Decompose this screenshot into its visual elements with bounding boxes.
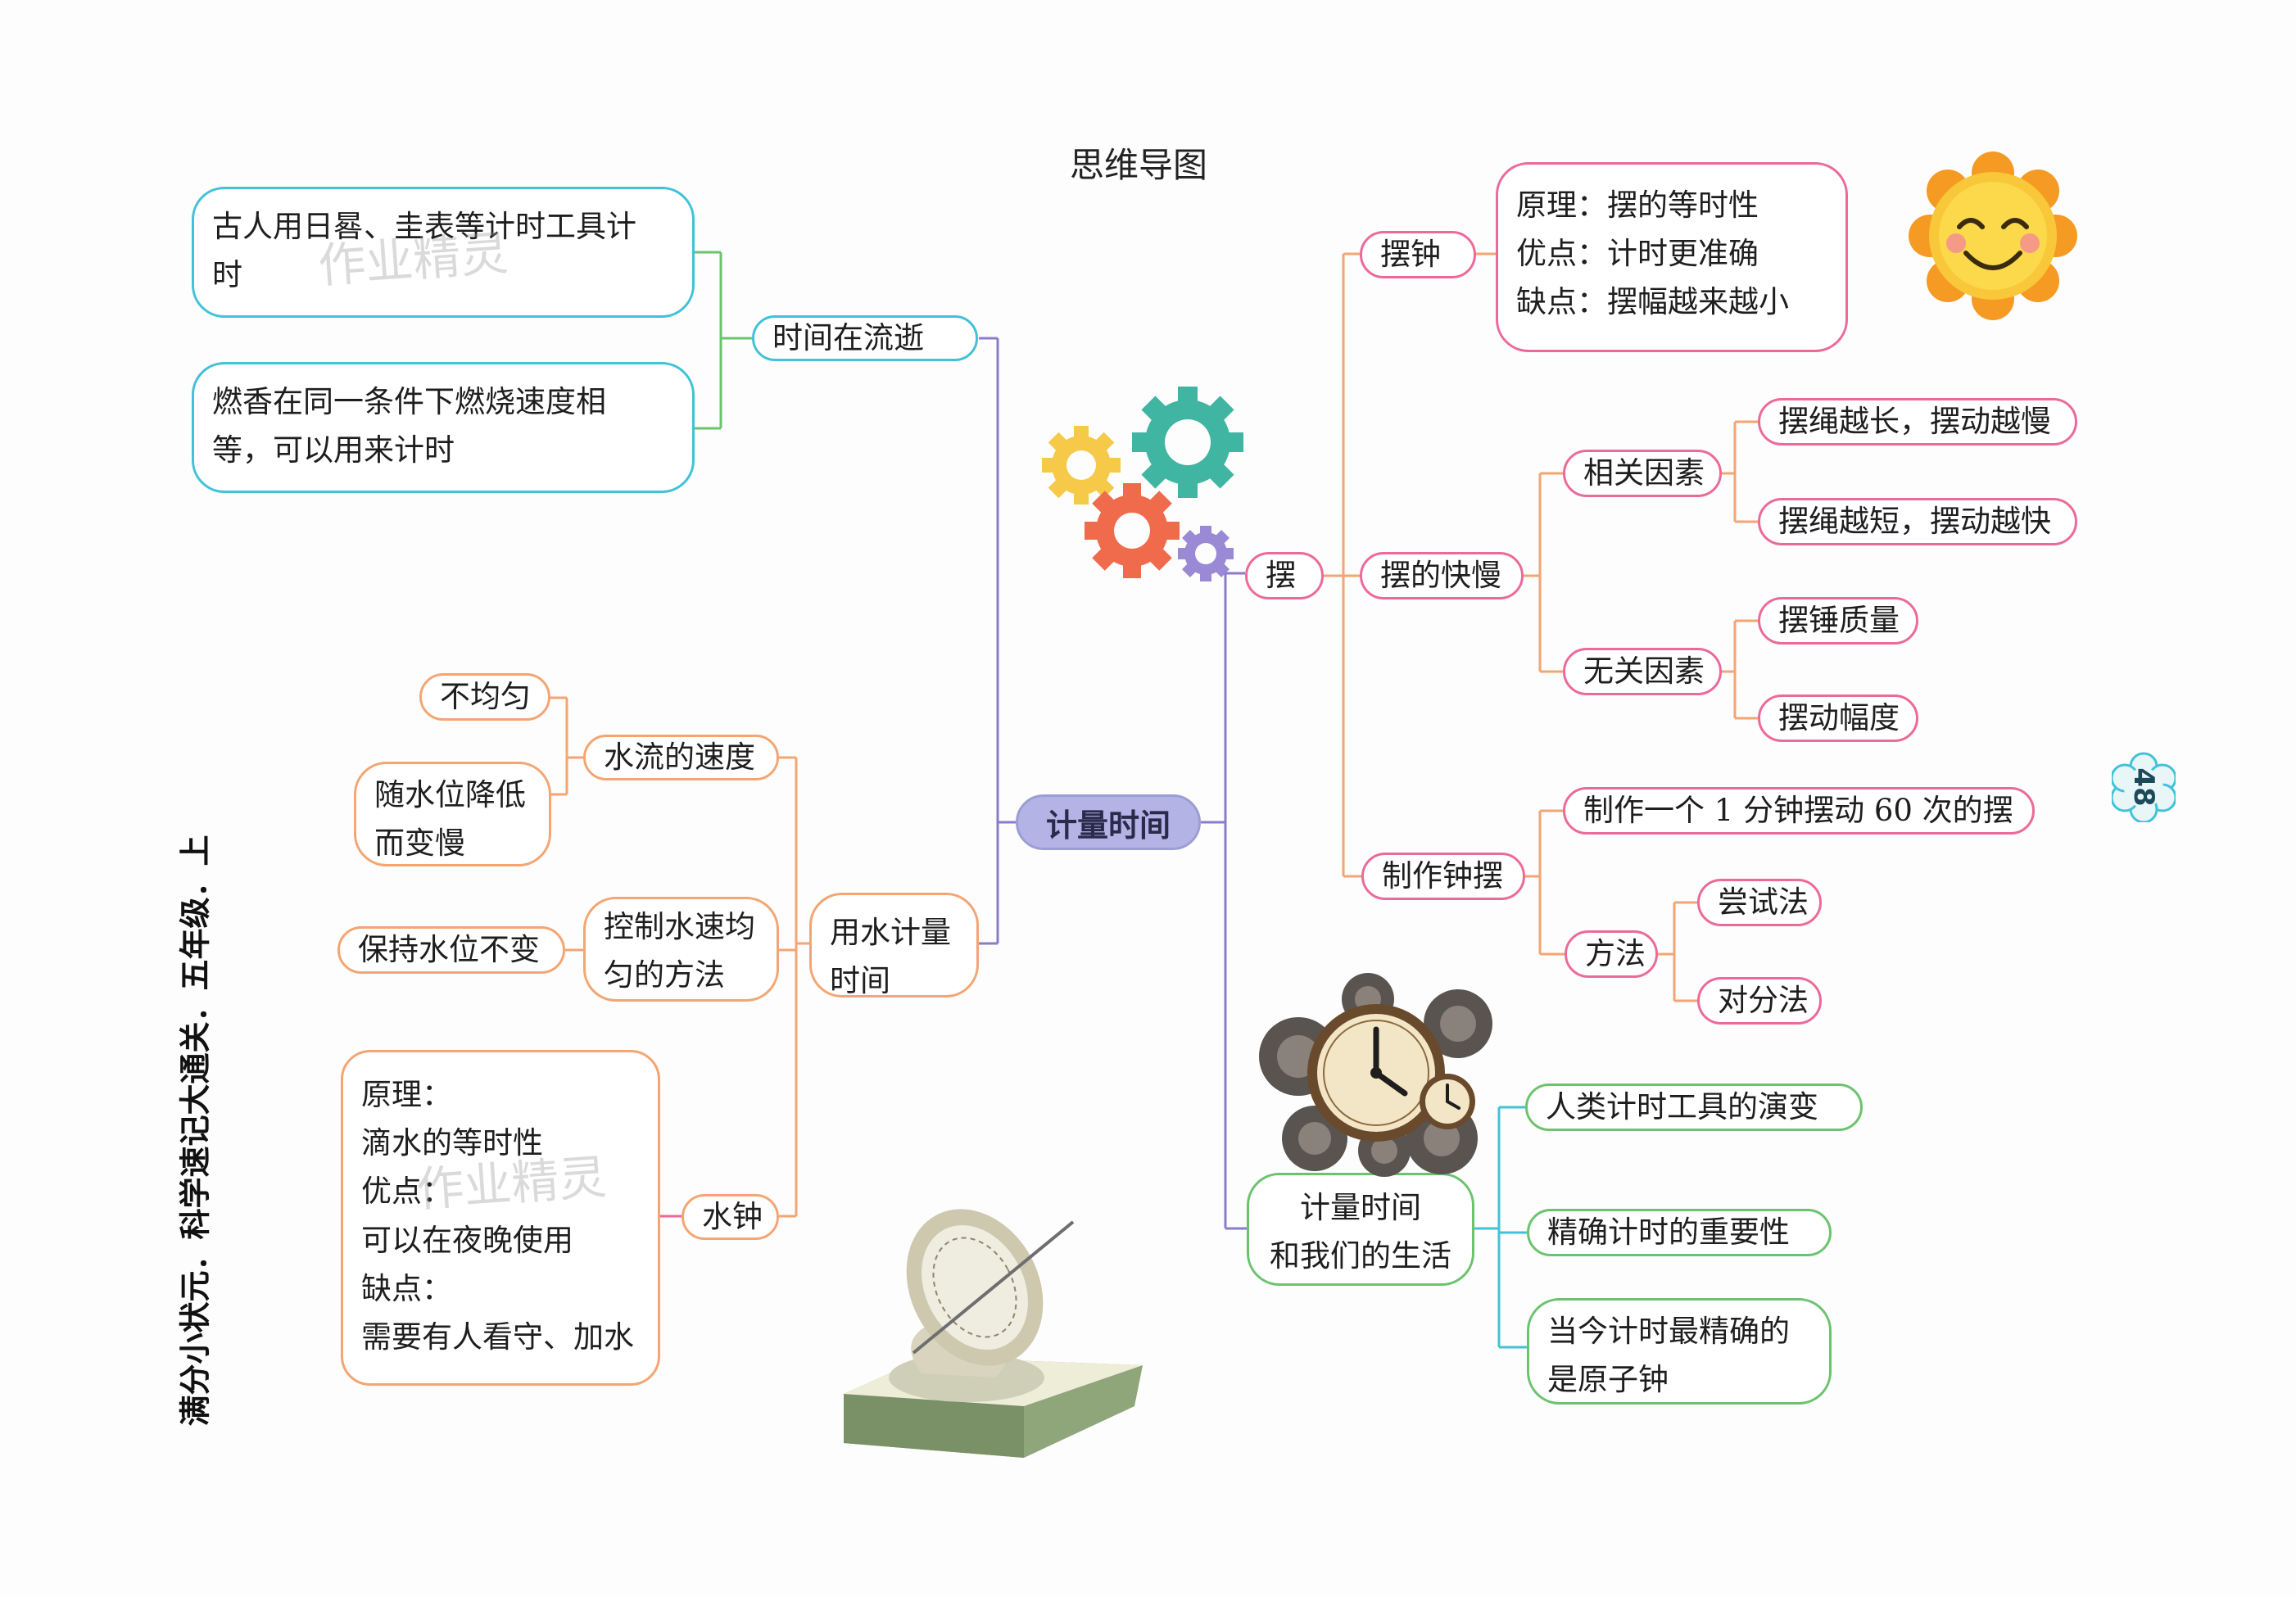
page-number: 48 (2127, 767, 2160, 807)
node-water-clock-detail: 原理： 滴水的等时性 优点： 可以在夜晚使用 缺点： 需要有人看守、加水 (341, 1050, 660, 1386)
line: 和我们的生活 (1270, 1238, 1451, 1274)
line: 缺点：摆幅越来越小 (1516, 284, 1789, 320)
page-title: 思维导图 (1069, 145, 1207, 185)
line: 原理： (361, 1077, 452, 1112)
line: 时 (212, 257, 242, 293)
line: 滴水的等时性 (361, 1125, 543, 1161)
node-halving-method: 对分法 (1697, 977, 1822, 1025)
node-water-timing: 用水计量 时间 (809, 893, 979, 998)
node-tool-evolution: 人类计时工具的演变 (1525, 1084, 1863, 1131)
line: 可以在夜晚使用 (361, 1222, 573, 1258)
node-pendulum-clock-detail: 原理：摆的等时性 优点：计时更准确 缺点：摆幅越来越小 (1496, 162, 1848, 352)
book-series-label: 满分小状元．科学速记大通关．五年级．上 (168, 819, 217, 1441)
line: 控制水速均 (604, 909, 755, 944)
node-control-method: 控制水速均 匀的方法 (583, 897, 779, 1002)
node-shorter-faster: 摆绳越短，摆动越快 (1758, 498, 2077, 545)
node-time-and-life: 计量时间 和我们的生活 (1247, 1173, 1474, 1286)
line: 当今计时最精确的 (1547, 1314, 1790, 1349)
node-time-flow: 时间在流逝 (752, 315, 978, 361)
center-node: 计量时间 (1016, 794, 1201, 850)
node-uneven: 不均匀 (419, 673, 550, 721)
watermark: 作业精灵 (316, 224, 510, 294)
flower-badge-icon (2110, 752, 2177, 824)
node-make-pendulum: 制作钟摆 (1361, 853, 1525, 900)
node-ancient-tools: 古人用日晷、圭表等计时工具计 时 (192, 187, 695, 318)
node-pendulum-clock: 摆钟 (1360, 231, 1476, 278)
node-bob-mass: 摆锤质量 (1758, 597, 1918, 645)
gears-icon (1042, 387, 1243, 581)
watermark: 作业精灵 (414, 1148, 609, 1218)
node-related-factors: 相关因素 (1563, 450, 1722, 497)
node-slower: 随水位降低 而变慢 (354, 762, 551, 866)
node-make-60: 制作一个 1 分钟摆动 60 次的摆 (1563, 787, 2035, 835)
node-precision-importance: 精确计时的重要性 (1527, 1209, 1832, 1256)
node-atomic-clock: 当今计时最精确的 是原子钟 (1527, 1298, 1832, 1405)
node-incense: 燃香在同一条件下燃烧速度相 等，可以用来计时 (192, 362, 695, 493)
node-unrelated-factors: 无关因素 (1563, 648, 1722, 695)
line: 随水位降低 (374, 777, 526, 812)
node-amplitude: 摆动幅度 (1758, 694, 1918, 742)
line: 用水计量 (830, 915, 951, 950)
line: 是原子钟 (1547, 1362, 1669, 1398)
line: 燃香在同一条件下燃烧速度相 (212, 384, 606, 419)
node-pendulum-speed: 摆的快慢 (1360, 552, 1524, 599)
node-trial-method: 尝试法 (1697, 879, 1822, 926)
node-method: 方法 (1565, 930, 1658, 978)
node-longer-slower: 摆绳越长，摆动越慢 (1758, 398, 2077, 446)
line: 优点： (361, 1174, 452, 1210)
sundial-icon (844, 1209, 1143, 1458)
line: 而变慢 (374, 826, 465, 862)
node-water-speed: 水流的速度 (583, 735, 779, 780)
line: 原理：摆的等时性 (1516, 188, 1759, 223)
node-keep-level: 保持水位不变 (337, 926, 565, 974)
page-number-badge: 48 (2110, 752, 2177, 824)
line: 古人用日晷、圭表等计时工具计 (212, 209, 636, 244)
line: 缺点： (361, 1270, 452, 1306)
line: 匀的方法 (604, 957, 725, 993)
node-pendulum: 摆 (1245, 552, 1324, 599)
line: 时间 (830, 963, 890, 999)
clock-gears-icon (1259, 973, 1492, 1177)
line: 等，可以用来计时 (212, 432, 455, 468)
line: 需要有人看守、加水 (361, 1319, 634, 1355)
line: 计量时间 (1300, 1190, 1421, 1225)
smiling-sun-icon (1909, 152, 2077, 320)
node-water-clock: 水钟 (682, 1194, 779, 1240)
book-series-text: 满分小状元．科学速记大通关．五年级．上 (177, 834, 214, 1427)
line: 优点：计时更准确 (1516, 236, 1759, 272)
